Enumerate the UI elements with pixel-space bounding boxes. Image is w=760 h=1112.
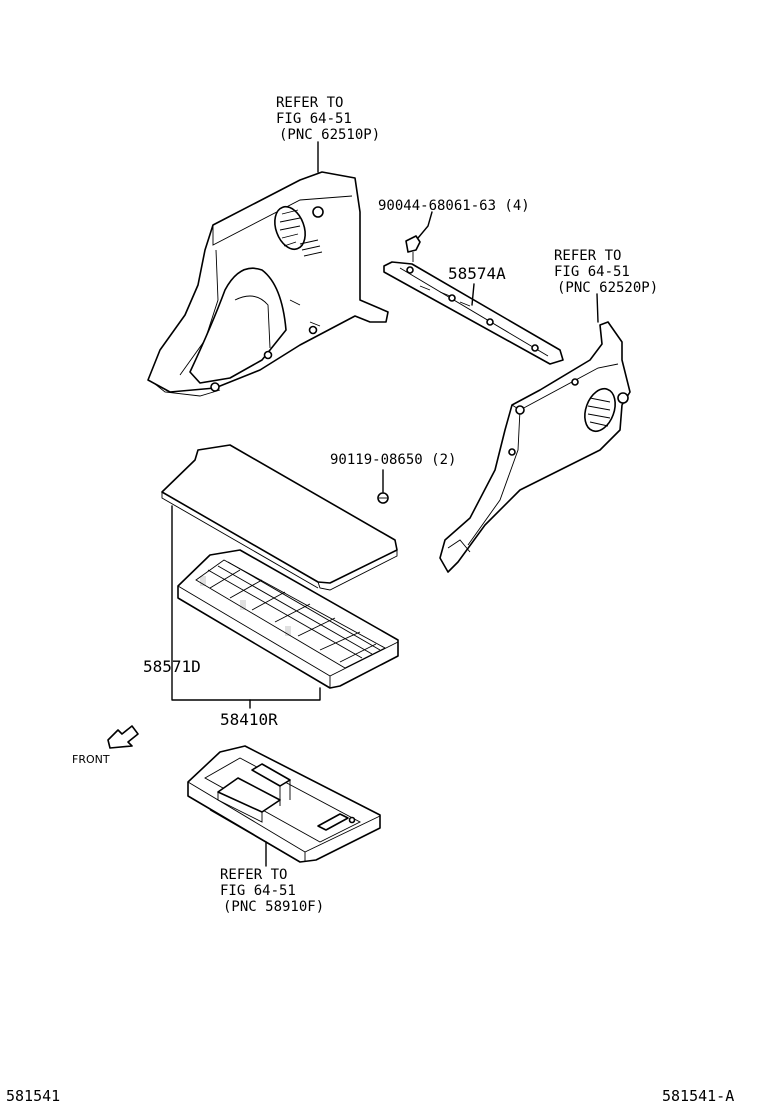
deck-board-tray bbox=[177, 549, 399, 689]
left-panel-ref-line-1: REFER TO bbox=[276, 95, 343, 111]
mat-label: 58571D bbox=[143, 657, 201, 676]
right-quarter-trim-panel bbox=[439, 321, 631, 573]
clip-fastener-mid bbox=[377, 492, 389, 504]
leader-right-panel-ref bbox=[596, 293, 599, 323]
right-panel-ref-line-1: REFER TO bbox=[554, 248, 621, 264]
left-quarter-trim-panel bbox=[147, 171, 389, 397]
left-panel-ref-line-3: (PNC 62510P) bbox=[279, 127, 380, 143]
footer-code-right: 581541-A bbox=[662, 1087, 734, 1105]
clip-mid-label: 90119-08650 (2) bbox=[330, 452, 456, 468]
rear-rail-trim bbox=[383, 261, 564, 365]
box-ref-line-2: FIG 64-51 bbox=[220, 883, 296, 899]
clip-top-label: 90044-68061-63 (4) bbox=[378, 198, 530, 214]
left-panel-ref-line-2: FIG 64-51 bbox=[276, 111, 352, 127]
front-label: FRONT bbox=[72, 753, 110, 766]
footer-code-left: 581541 bbox=[6, 1087, 60, 1105]
box-ref-line-1: REFER TO bbox=[220, 867, 287, 883]
leader-clip-top bbox=[417, 211, 433, 239]
storage-box bbox=[187, 745, 381, 863]
leader-assembly-bracket bbox=[171, 505, 321, 701]
rail-label: 58574A bbox=[448, 264, 506, 283]
leader-rail bbox=[471, 283, 475, 306]
front-arrow-icon bbox=[107, 725, 139, 749]
right-panel-ref-line-3: (PNC 62520P) bbox=[557, 280, 658, 296]
right-panel-ref-line-2: FIG 64-51 bbox=[554, 264, 630, 280]
box-ref-line-3: (PNC 58910F) bbox=[223, 899, 324, 915]
luggage-mat bbox=[161, 444, 398, 591]
assembly-label: 58410R bbox=[220, 710, 278, 729]
clip-fastener-top bbox=[405, 235, 421, 262]
